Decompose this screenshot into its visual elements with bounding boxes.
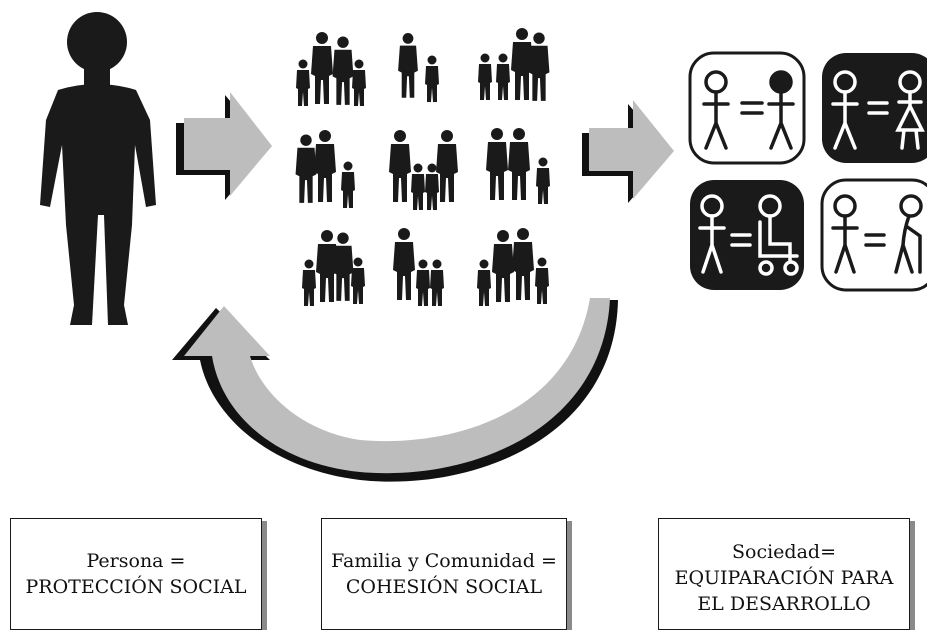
sociedad-label-line3: EL DESARROLLO: [697, 593, 871, 615]
person-silhouette-icon: [40, 12, 156, 325]
persona-label-line1: Persona =: [86, 550, 186, 572]
family-silhouettes-icon: [295, 28, 550, 306]
arrow-to-family-icon: [176, 92, 272, 200]
sociedad-label-line2: EQUIPARACIÓN PARA: [674, 567, 894, 589]
equality-man-man-icon: [688, 51, 806, 165]
persona-label-box: Persona = PROTECCIÓN SOCIAL: [10, 518, 262, 630]
familia-label-line1: Familia y Comunidad =: [331, 550, 557, 572]
sociedad-label-line1: Sociedad=: [732, 541, 836, 563]
sociedad-label-box: Sociedad= EQUIPARACIÓN PARA EL DESARROLL…: [658, 518, 910, 630]
return-arrow-icon: [172, 298, 618, 482]
equality-man-woman-icon: [822, 53, 927, 163]
persona-label-line2: PROTECCIÓN SOCIAL: [25, 576, 247, 598]
equality-elderly-icon: [820, 178, 927, 292]
familia-label-line2: COHESIÓN SOCIAL: [345, 576, 543, 598]
familia-label-box: Familia y Comunidad = COHESIÓN SOCIAL: [321, 518, 567, 630]
equality-wheelchair-icon: [690, 180, 804, 290]
arrow-to-society-icon: [582, 100, 674, 203]
